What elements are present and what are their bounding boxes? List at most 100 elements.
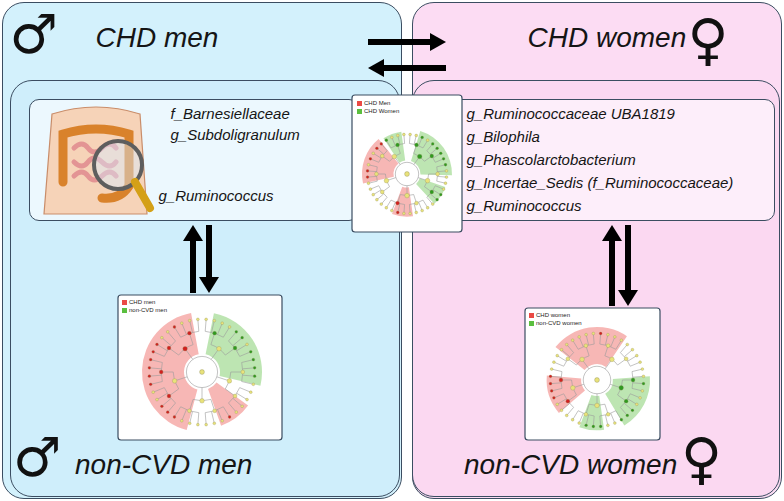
legend-label: CHD Women [364, 108, 399, 115]
taxon-dot [584, 344, 588, 348]
legend-swatch [529, 313, 534, 318]
taxon-dot [172, 379, 177, 384]
taxon-dot [415, 201, 419, 205]
legend-item: CHD Women [357, 108, 399, 115]
taxon-dot [402, 133, 405, 136]
taxon-dot [156, 343, 159, 346]
taxon-dot [156, 398, 159, 401]
taxon-dot [626, 343, 629, 346]
taxon-dot [426, 139, 429, 142]
taxon-dot [369, 157, 372, 160]
taxon-dot [187, 409, 191, 413]
taxon-dot [385, 206, 388, 209]
taxon-label: g_Phascolarctobacterium [467, 151, 636, 168]
taxon-dot [372, 152, 375, 155]
taxon-dot [183, 346, 188, 351]
taxon-dot [415, 143, 419, 147]
taxon-dot [149, 358, 152, 361]
taxon-dot [166, 411, 169, 414]
magnifier-handle [135, 182, 150, 208]
taxon-dot [396, 211, 399, 214]
cladogram-tree [368, 135, 447, 214]
clade-highlight [208, 383, 248, 426]
cladogram-root [595, 378, 600, 383]
taxon-dot [384, 178, 389, 183]
taxon-dot [635, 403, 638, 406]
comparison-arrows [183, 225, 638, 306]
taxon-dot [173, 326, 176, 329]
taxon-dot [409, 212, 412, 215]
taxon-dot [196, 423, 199, 426]
taxon-dot [380, 190, 384, 194]
taxon-dot [642, 382, 645, 385]
legend-item: non-CVD men [122, 307, 167, 314]
taxon-dot [565, 414, 568, 417]
taxon-dot [200, 399, 205, 404]
legend-label: CHD Men [364, 100, 390, 107]
taxon-dot [235, 411, 238, 414]
taxon-dot [253, 366, 256, 369]
taxon-dot [445, 176, 448, 179]
taxon-dot [235, 330, 238, 333]
taxon-dot [246, 343, 249, 346]
taxon-dot [436, 172, 440, 176]
taxon-dot [253, 375, 256, 378]
taxon-dot [580, 357, 585, 362]
taxon-dot [553, 361, 556, 364]
taxon-label: g_Subdoligranulum [171, 126, 300, 143]
taxon-dot [566, 357, 570, 361]
taxon-dot [426, 206, 429, 209]
taxon-dot [246, 398, 249, 401]
cladogram-nodes [366, 133, 448, 215]
cladogram-nodes [148, 318, 256, 426]
taxon-dot [559, 378, 563, 382]
taxon-dot [606, 333, 609, 336]
taxon-dot [444, 182, 447, 185]
taxon-dot [566, 399, 570, 403]
legend-item: CHD women [529, 312, 570, 319]
taxon-dot [396, 201, 400, 205]
taxon-dot [369, 188, 372, 191]
taxon-dot [149, 383, 152, 386]
taxon-dot [599, 425, 602, 428]
taxon-dot [571, 339, 574, 342]
taxon-dot [421, 209, 424, 212]
taxon-dot [595, 403, 600, 408]
taxon-dot [148, 366, 151, 369]
taxon-dot [213, 422, 216, 425]
arrow-shaft [206, 225, 212, 278]
taxa-box: g_Ruminococcaceae UBA1819g_Bilophilag_Ph… [439, 99, 775, 221]
legend-swatch [529, 321, 534, 326]
taxon-dot [405, 193, 410, 198]
taxon-dot [415, 211, 418, 214]
clade-highlight [392, 187, 413, 217]
taxon-dot [444, 163, 447, 166]
taxon-dot [380, 142, 383, 145]
cladogram [547, 327, 650, 430]
arrow-head [183, 225, 203, 241]
taxon-dot [550, 389, 553, 392]
group-title: non-CVD women [464, 449, 677, 481]
gut-illustration [44, 107, 150, 214]
taxon-dot [613, 336, 616, 339]
taxon-dot [430, 154, 434, 158]
taxon-dot [425, 178, 430, 183]
arrow-shaft [625, 225, 631, 291]
arrow-head [602, 225, 622, 241]
taxon-dot [221, 322, 224, 325]
taxon-dot [631, 378, 635, 382]
taxon-dot [366, 169, 369, 172]
taxon-dot [180, 322, 183, 325]
legend-label: CHD women [536, 312, 570, 319]
taxon-dot [205, 318, 208, 321]
legend-label: non-CVD women [536, 320, 582, 327]
taxon-dot [550, 368, 553, 371]
arrow-head [618, 290, 638, 306]
taxon-dot [415, 134, 418, 137]
comparison-arrow [368, 39, 430, 45]
legend-label: non-CVD men [129, 307, 167, 314]
taxon-dot [619, 386, 624, 391]
gender-symbol: ♀ [681, 427, 722, 491]
